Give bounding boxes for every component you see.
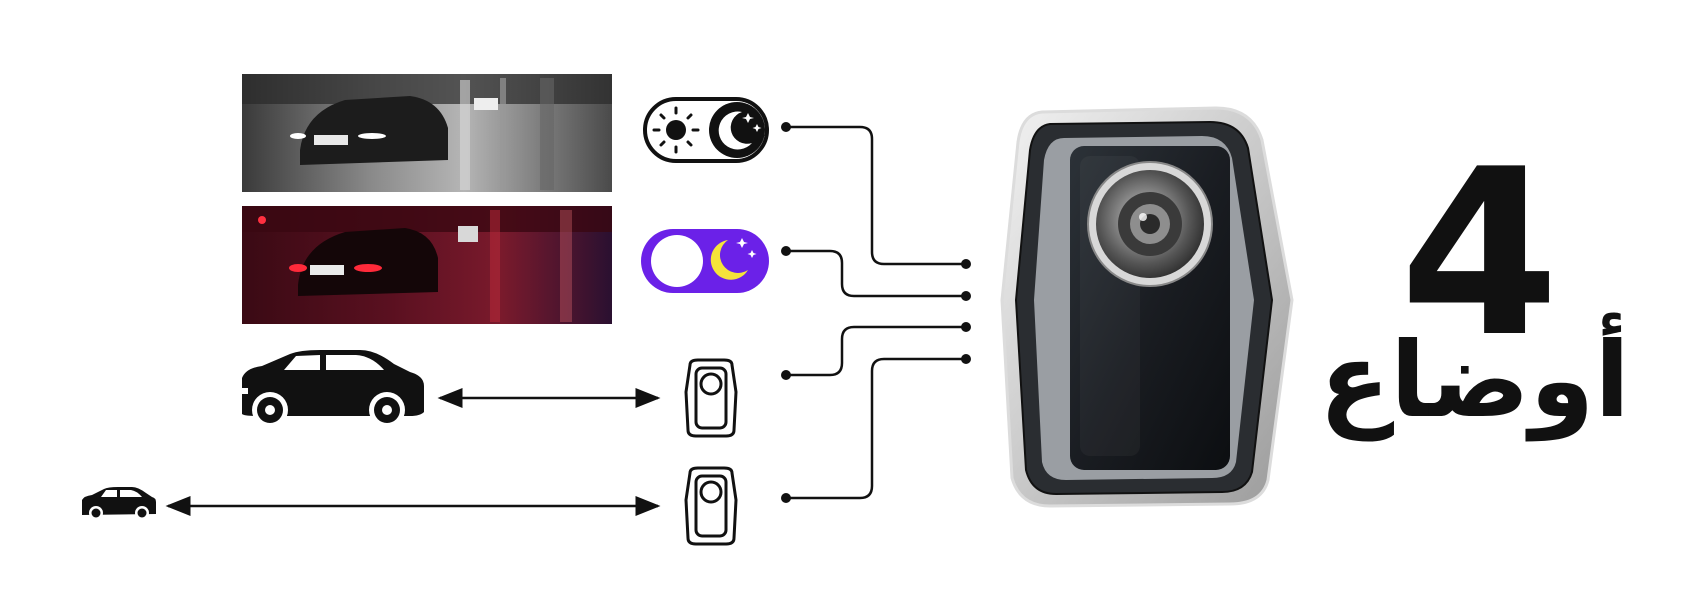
- modes-label: أوضاع: [1319, 319, 1630, 441]
- mini-camera-icon: [684, 358, 738, 438]
- night-toggle-icon: [641, 229, 769, 293]
- small-car-icon: [82, 487, 156, 520]
- connector-lines: [786, 125, 966, 500]
- day-night-toggle-icon: [643, 97, 769, 163]
- night-grayscale-parking-photo: [242, 74, 612, 192]
- mini-camera-icon: [684, 466, 738, 546]
- night-color-parking-photo: [242, 206, 612, 324]
- mode-count: 4: [1399, 121, 1560, 388]
- security-camera-device: [1000, 106, 1294, 508]
- connector-dots: [781, 122, 971, 503]
- car-icon: [240, 350, 424, 428]
